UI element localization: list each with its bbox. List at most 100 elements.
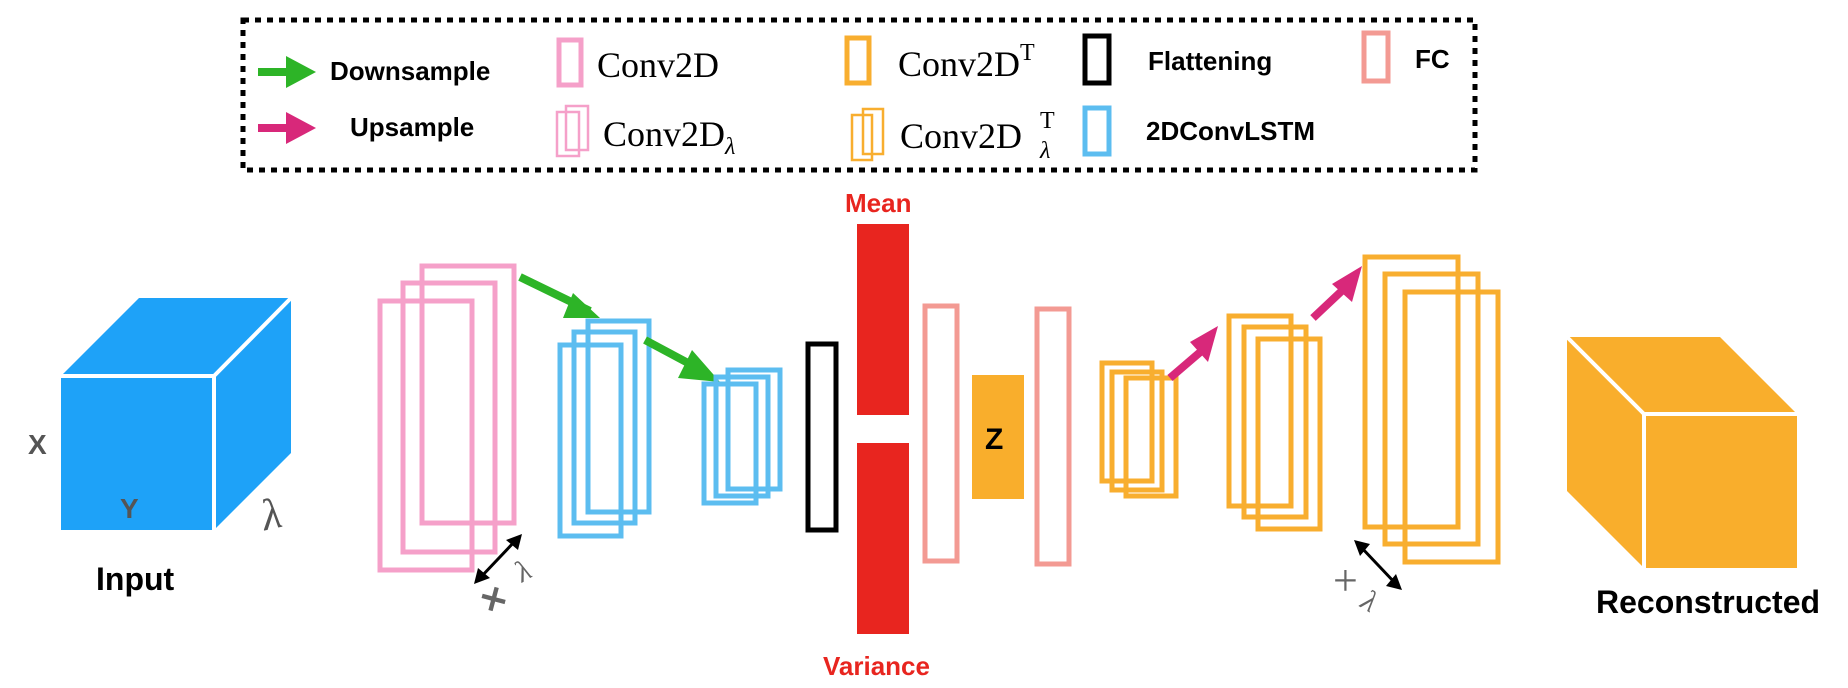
conv2d-lambda-sub: λ (724, 134, 735, 160)
conv2dt-lambda-sup: T (1040, 108, 1055, 134)
mean-label: Mean (845, 188, 911, 218)
conv2dt-lambda-main: Conv2D (900, 116, 1022, 156)
conv2d-layer-mid (400, 280, 498, 555)
conv2dt1-layer-mid (1109, 369, 1165, 493)
reconstructed-cube: Reconstructed (1565, 335, 1820, 620)
fc-swatch-icon (1361, 30, 1391, 84)
legend-conv2d: Conv2D (556, 37, 719, 88)
conv2d-layer-back (419, 263, 517, 526)
flattening-layer (805, 341, 839, 533)
legend-conv2d-lambda: Conv2Dλ (555, 104, 735, 160)
output-cube-edge-diag (1565, 335, 1646, 416)
conv2dt-lambda-sub: λ (1039, 138, 1050, 164)
conv2dt3-layer-mid (1382, 271, 1481, 547)
double-arrow-icon (478, 538, 518, 580)
input-cube-side (214, 298, 291, 530)
convlstm2-layer-front (701, 381, 759, 506)
legend-conv2dt-lambda-label: Conv2D (900, 116, 1022, 156)
fc-layer-2 (1034, 306, 1072, 567)
input-axis-y: Y (120, 493, 139, 524)
conv2dt-sup: T (1020, 40, 1035, 66)
conv2dt-lambda-swatch-front-icon (850, 113, 874, 162)
conv2d-lambda-main: Conv2D (603, 114, 725, 154)
latent-bars: Mean Variance (823, 188, 930, 681)
legend-conv2dt: Conv2DT (844, 35, 1035, 86)
plus-lambda: λ (1355, 583, 1384, 619)
upsample-arrowhead-2-icon (1332, 266, 1362, 302)
legend-flattening: Flattening (1082, 33, 1272, 86)
double-arrow-head-b (506, 534, 522, 550)
flattening-swatch-icon (1082, 33, 1112, 86)
legend-conv2d-lambda-label: Conv2Dλ (603, 114, 735, 160)
convlstm-swatch-icon (1082, 105, 1112, 157)
legend-upsample: Upsample (258, 112, 474, 144)
input-cube-front (61, 376, 214, 530)
encoder-conv2d-stack (377, 263, 517, 573)
upsample-arrow-1 (1167, 344, 1208, 382)
variance-label: Variance (823, 651, 930, 681)
output-cube-top (1567, 337, 1797, 414)
conv2dt-stack-3 (1362, 254, 1501, 565)
input-label: Input (96, 561, 175, 597)
legend-fc: FC (1361, 30, 1450, 84)
input-cube-top (61, 298, 291, 376)
upsample-arrowhead-icon (286, 112, 316, 144)
times-symbol: × (473, 574, 515, 624)
conv2dt3-layer-back (1362, 254, 1461, 530)
convlstm1-layer-mid (571, 329, 638, 526)
conv2d-lambda-swatch-back-icon (564, 104, 590, 152)
times-lambda: λ (508, 554, 537, 590)
output-cube-front (1644, 414, 1797, 568)
conv2dt2-layer-mid (1241, 324, 1309, 520)
variance-bar (857, 443, 909, 634)
conv2dt-stack-1 (1099, 360, 1179, 499)
conv2dt1-layer-front (1123, 375, 1179, 499)
input-axis-x: X (28, 429, 47, 460)
decoder-lambda-annotation: + λ (1333, 540, 1402, 619)
input-cube-edge-top (212, 296, 293, 378)
conv2d-lambda-swatch-front-icon (555, 110, 581, 158)
legend-downsample: Downsample (258, 56, 490, 88)
convlstm1-layer-front (557, 342, 624, 539)
legend: Downsample Upsample Conv2D Conv2Dλ Conv2… (240, 17, 1478, 173)
z-label: Z (985, 423, 1003, 456)
mean-bar (857, 224, 909, 415)
fc-layer-1 (922, 303, 960, 564)
downsample-arrowhead-2-icon (678, 350, 720, 382)
conv2dt2-layer-front (1255, 336, 1323, 532)
upsample-arrowhead-1-icon (1190, 326, 1218, 362)
downsample-arrowhead-icon (286, 56, 316, 88)
legend-fc-label: FC (1415, 44, 1450, 74)
legend-downsample-label: Downsample (330, 56, 490, 86)
conv2dt-swatch-icon (844, 35, 872, 86)
z-rect (972, 375, 1024, 499)
convlstm-stack-2 (701, 367, 783, 506)
legend-flattening-label: Flattening (1148, 46, 1272, 76)
legend-conv2dt-lambda: Conv2D T λ (850, 107, 1055, 164)
legend-conv2dt-label: Conv2DT (898, 40, 1035, 84)
double-arrow-2-head-a (1354, 540, 1370, 556)
conv2dt-main: Conv2D (898, 44, 1020, 84)
conv2d-swatch-icon (556, 37, 584, 88)
legend-border (240, 17, 1478, 173)
reconstructed-label: Reconstructed (1596, 584, 1820, 620)
convlstm2-layer-mid (713, 374, 771, 499)
downsample-arrowhead-1-icon (563, 293, 600, 318)
input-axis-lambda: λ (255, 488, 286, 540)
legend-upsample-label: Upsample (350, 112, 474, 142)
plus-symbol: + (1333, 556, 1358, 605)
output-cube-edge (1642, 412, 1797, 568)
double-arrow-2-head-b (1386, 574, 1402, 590)
double-arrow-head-a (474, 568, 490, 584)
legend-convlstm-label: 2DConvLSTM (1146, 116, 1315, 146)
encoder-lambda-annotation: × λ (473, 534, 537, 624)
legend-conv2d-label: Conv2D (597, 45, 719, 85)
input-cube: X Y λ Input (28, 296, 293, 597)
double-arrow-2-icon (1358, 544, 1398, 586)
conv2dt3-layer-front (1402, 289, 1501, 565)
legend-convlstm: 2DConvLSTM (1082, 105, 1315, 157)
z-block: Z (972, 375, 1024, 499)
conv2dt-stack-2 (1226, 313, 1323, 532)
convlstm-stack-1 (557, 318, 652, 539)
